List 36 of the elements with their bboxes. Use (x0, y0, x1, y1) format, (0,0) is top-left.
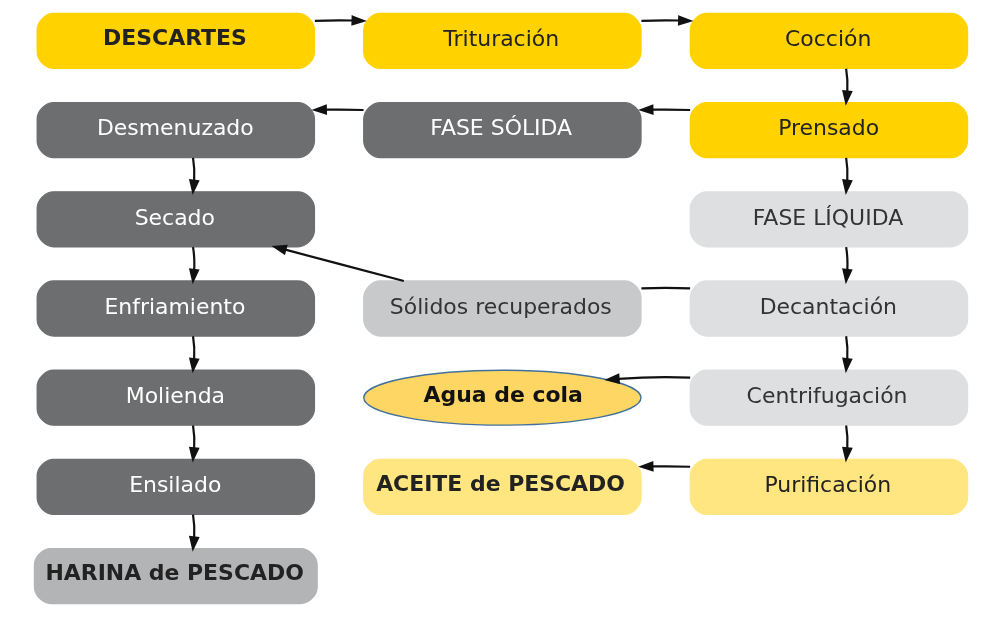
node-box: FASE LÍQUIDA (689, 191, 968, 248)
node-box: HARINA de PESCADO (33, 547, 318, 605)
node-box: Ensilado (36, 458, 315, 515)
arrow (841, 68, 853, 106)
node-box: Prensado (689, 102, 968, 159)
arrow (637, 461, 690, 472)
arrow (188, 425, 200, 463)
node-box: Enfriamiento (36, 280, 315, 337)
node-box: Centrifugación (689, 369, 968, 426)
arrow (841, 246, 853, 285)
arrow (637, 104, 690, 116)
node-box: Desmenuzado (36, 102, 315, 159)
node-box: Cocción (689, 12, 968, 70)
arrow (270, 244, 404, 283)
arrow (603, 373, 690, 385)
node-box: Purificación (689, 458, 968, 515)
node-box: Trituración (362, 12, 642, 70)
connector (640, 286, 690, 290)
arrow (841, 425, 853, 463)
node-box: Decantación (689, 280, 968, 337)
arrow (314, 15, 367, 26)
arrow (188, 514, 200, 552)
arrow (311, 104, 364, 116)
node-box: DESCARTES (36, 12, 315, 70)
arrow (841, 157, 853, 195)
node-box: ACEITE de PESCADO (362, 458, 642, 515)
arrow (841, 336, 853, 374)
node-box: Secado (36, 191, 315, 248)
node-box: FASE SÓLIDA (362, 102, 642, 159)
node-box: Sólidos recuperados (362, 280, 642, 337)
arrow (188, 336, 200, 374)
node-box: Molienda (36, 369, 315, 426)
arrow (188, 157, 200, 195)
node-ellipse: Agua de cola (362, 369, 642, 426)
arrow (188, 246, 200, 285)
arrow (640, 15, 693, 26)
